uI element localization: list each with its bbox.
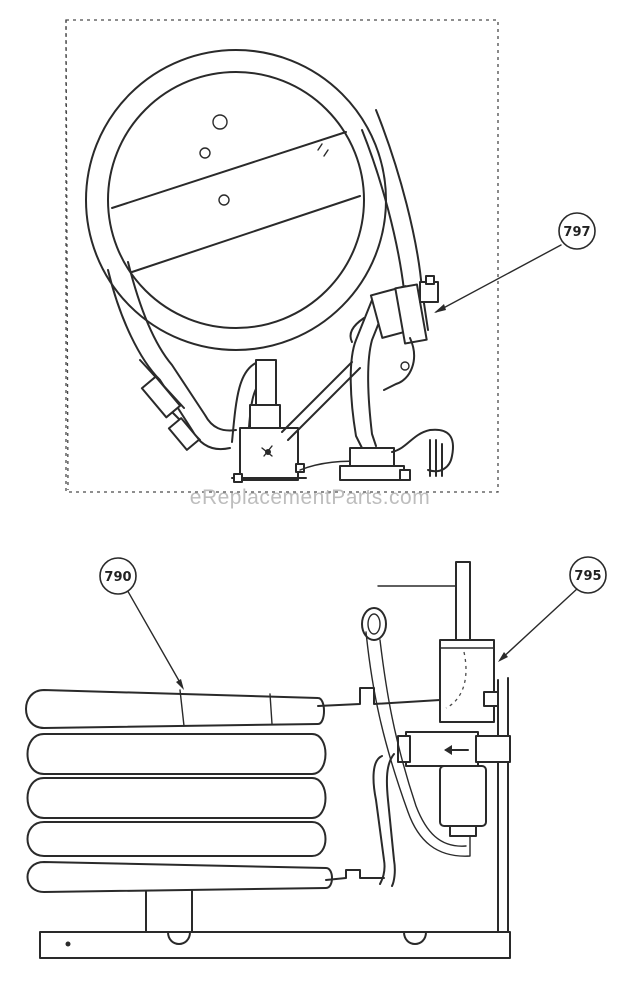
top-assembly: 797 (65, 19, 596, 493)
cabinet-outline (65, 19, 499, 493)
callout-795-label: 795 (574, 569, 601, 584)
callout-790-label: 790 (104, 570, 131, 585)
bottom-assembly: 790 795 (25, 556, 607, 959)
callout-797[interactable]: 797 (434, 212, 596, 313)
callout-797-label: 797 (563, 225, 590, 240)
callout-790[interactable]: 790 (99, 557, 184, 690)
valve-block (231, 359, 363, 483)
base-rail (39, 931, 511, 959)
callout-795[interactable]: 795 (498, 556, 607, 662)
watermark-text: eReplacementParts.com (190, 486, 430, 509)
expansion-valve (339, 275, 454, 481)
coil-stack (25, 687, 441, 893)
coil-drum (85, 49, 429, 451)
valve-filter-assembly (361, 561, 511, 887)
